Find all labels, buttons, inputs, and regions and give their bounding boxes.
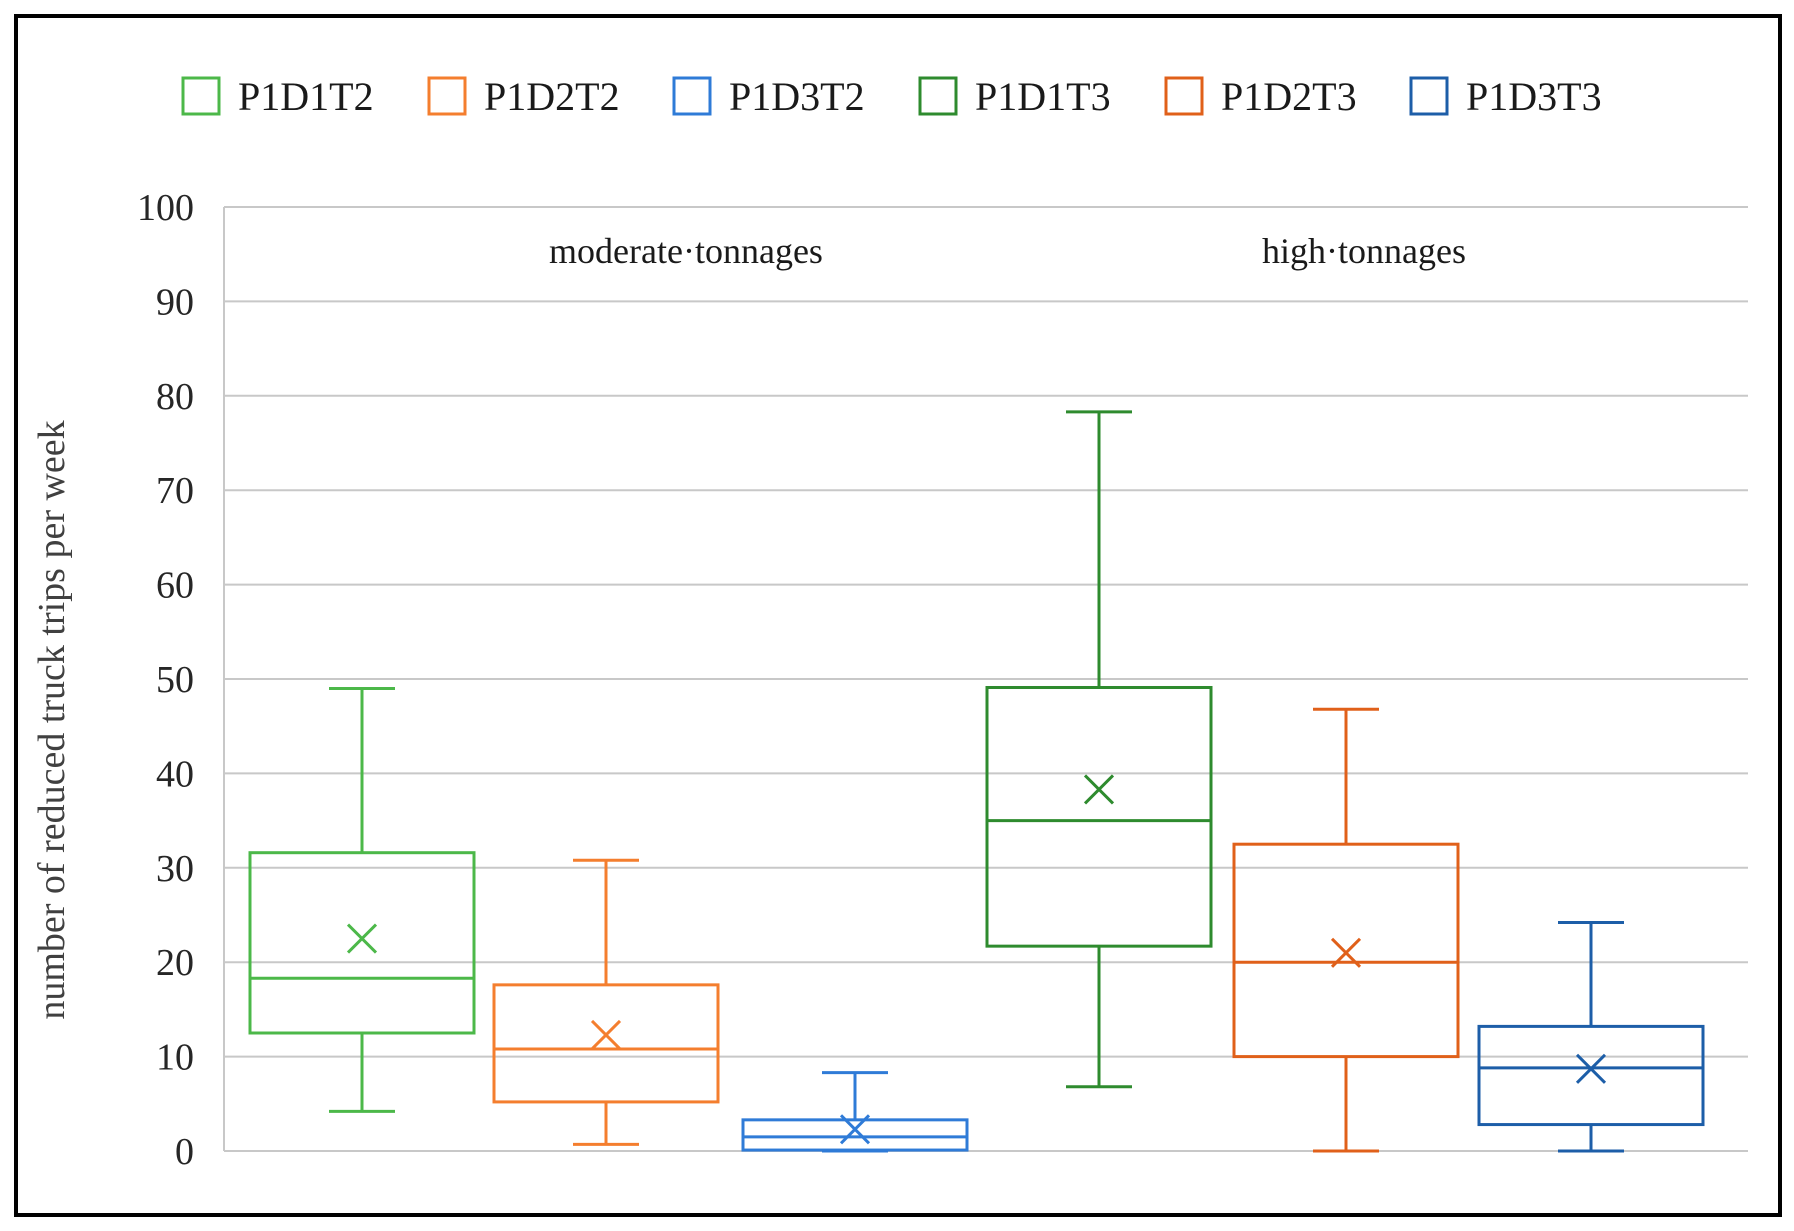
mean-marker: [346, 923, 378, 954]
legend-swatch: [672, 76, 712, 116]
y-axis-ticks: 0 10 20 30 40 50 60 70 80 90 100: [137, 187, 194, 1173]
legend: P1D1T2 P1D2T2 P1D3T2 P1D1T3 P1D2T3 P1D3T3: [181, 74, 1602, 119]
legend-label: P1D3T2: [729, 74, 865, 119]
mean-marker: [1330, 937, 1362, 968]
y-tick-label: 30: [156, 848, 194, 890]
box-p1d1t2: [248, 686, 476, 1113]
legend-swatch: [1409, 76, 1449, 116]
legend-item-p1d2t3: P1D2T3: [1164, 74, 1357, 119]
legend-item-p1d2t2: P1D2T2: [427, 74, 620, 119]
legend-label: P1D1T3: [975, 74, 1111, 119]
group-label: high·tonnages: [1262, 231, 1466, 271]
iqr-box: [985, 685, 1213, 948]
y-tick-label: 40: [156, 753, 194, 795]
box-p1d3t2: [741, 1071, 969, 1153]
y-tick-label: 10: [156, 1037, 194, 1079]
legend-swatch: [1164, 76, 1204, 116]
y-tick-label: 100: [137, 187, 194, 229]
iqr-box: [492, 983, 720, 1104]
chart-frame: [14, 14, 1782, 1217]
gridlines: [223, 206, 1748, 1152]
y-tick-label: 60: [156, 565, 194, 607]
group-labels: moderate·tonnages high·tonnages: [549, 231, 1466, 271]
legend-swatch: [427, 76, 467, 116]
legend-label: P1D1T2: [238, 74, 374, 119]
legend-item-p1d1t3: P1D1T3: [918, 74, 1111, 119]
y-tick-label: 0: [175, 1131, 194, 1173]
legend-label: P1D2T3: [1221, 74, 1357, 119]
y-axis-label: number of reduced truck trips per week: [31, 420, 73, 1019]
legend-swatch: [918, 76, 958, 116]
mean-marker: [1575, 1053, 1607, 1084]
legend-swatch: [181, 76, 221, 116]
box-p1d2t2: [492, 858, 720, 1146]
y-tick-label: 50: [156, 659, 194, 701]
legend-item-p1d1t2: P1D1T2: [181, 74, 374, 119]
box-series: [248, 410, 1705, 1153]
legend-label: P1D2T2: [484, 74, 620, 119]
iqr-box: [741, 1118, 969, 1152]
iqr-box: [248, 851, 476, 1035]
legend-item-p1d3t2: P1D3T2: [672, 74, 865, 119]
y-tick-label: 20: [156, 942, 194, 984]
legend-label: P1D3T3: [1466, 74, 1602, 119]
group-label: moderate·tonnages: [549, 231, 823, 271]
y-tick-label: 80: [156, 376, 194, 418]
box-p1d2t3: [1232, 707, 1460, 1153]
iqr-box: [1477, 1024, 1705, 1127]
mean-marker: [839, 1114, 871, 1145]
mean-marker: [1083, 774, 1115, 805]
y-tick-label: 70: [156, 470, 194, 512]
mean-marker: [590, 1019, 622, 1050]
box-p1d1t3: [985, 410, 1213, 1089]
iqr-box: [1232, 842, 1460, 1059]
box-p1d3t3: [1477, 921, 1705, 1153]
y-tick-label: 90: [156, 281, 194, 323]
legend-item-p1d3t3: P1D3T3: [1409, 74, 1602, 119]
